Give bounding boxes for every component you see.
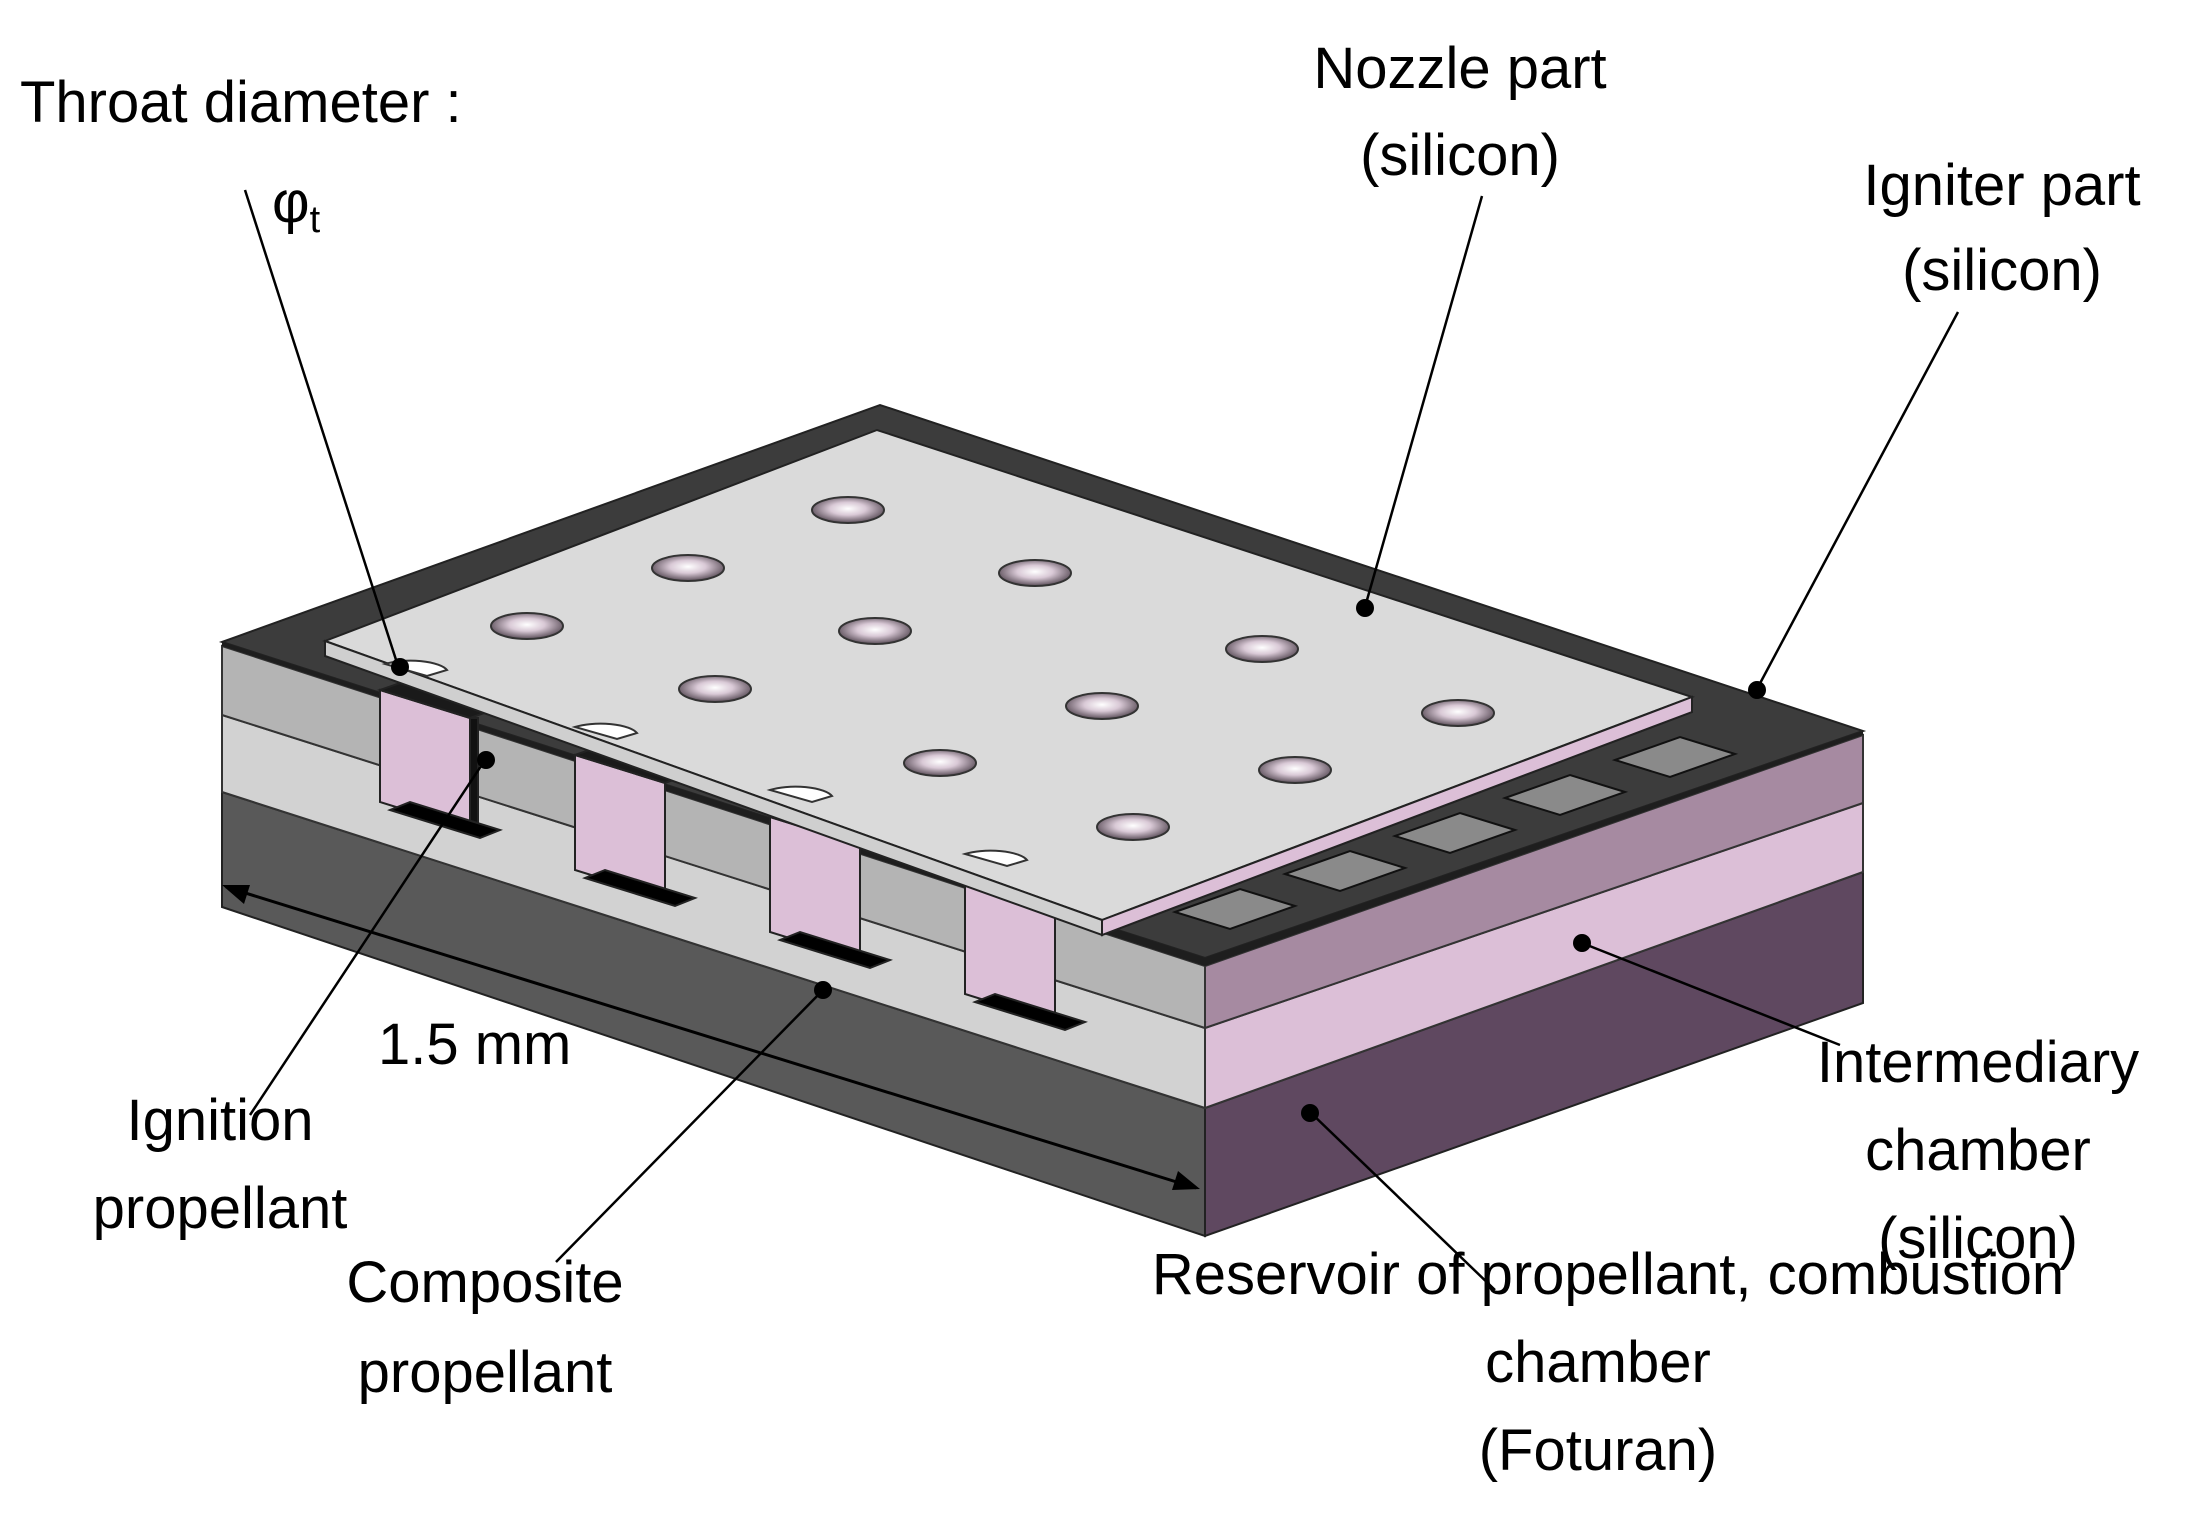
nozzle-plate-front-edge xyxy=(324,639,1103,937)
ignition-label-line1: Ignition xyxy=(126,1088,313,1153)
thruster-device xyxy=(218,403,1867,1238)
igniter-heater-strips xyxy=(1171,735,1739,931)
igniter-leader xyxy=(1755,311,1960,690)
nozzle-label-line2: (silicon) xyxy=(1360,123,1560,188)
intermediary-label-line3: (silicon) xyxy=(1878,1206,2078,1271)
igniter-label-line1: Igniter part xyxy=(1863,153,2140,218)
reservoir-leader xyxy=(1309,1111,1496,1291)
intermediary-label-line2: chamber xyxy=(1865,1118,2091,1183)
ignition-label-line2: propellant xyxy=(93,1176,348,1241)
throat-subscript: t xyxy=(310,199,321,241)
nozzle-label-line1: Nozzle part xyxy=(1313,36,1606,101)
intermediary-leader xyxy=(1581,941,1841,1047)
leader-dots xyxy=(391,599,1766,1122)
ignition-leader xyxy=(248,759,487,1116)
throat-label-line1: Throat diameter : xyxy=(20,70,462,135)
nozzle-leader xyxy=(1363,195,1484,608)
cut-nozzle-holes xyxy=(381,659,1029,868)
throat-leader xyxy=(243,189,400,667)
labels: Throat diameter : φt Nozzle part (silico… xyxy=(20,36,2141,1483)
nozzle-holes xyxy=(490,496,1495,841)
intermediary-label-line1: Intermediary xyxy=(1817,1030,2139,1095)
throat-label-symbol: φt xyxy=(272,170,321,241)
dimension-label: 1.5 mm xyxy=(378,1012,571,1077)
composite-leader xyxy=(555,989,824,1263)
dimension-arrow xyxy=(222,885,1200,1190)
leader-lines xyxy=(243,189,1960,1291)
composite-label-line2: propellant xyxy=(358,1340,613,1405)
reservoir-label-line3: (Foturan) xyxy=(1479,1418,1718,1483)
throat-symbol: φ xyxy=(272,170,310,235)
reservoir-label-line1: Reservoir of propellant, combustion xyxy=(1152,1242,2064,1307)
igniter-top-edge-right xyxy=(1205,731,1863,966)
composite-label-line1: Composite xyxy=(346,1250,623,1315)
reservoir-label-line2: chamber xyxy=(1485,1330,1711,1395)
igniter-label-line2: (silicon) xyxy=(1902,238,2102,303)
